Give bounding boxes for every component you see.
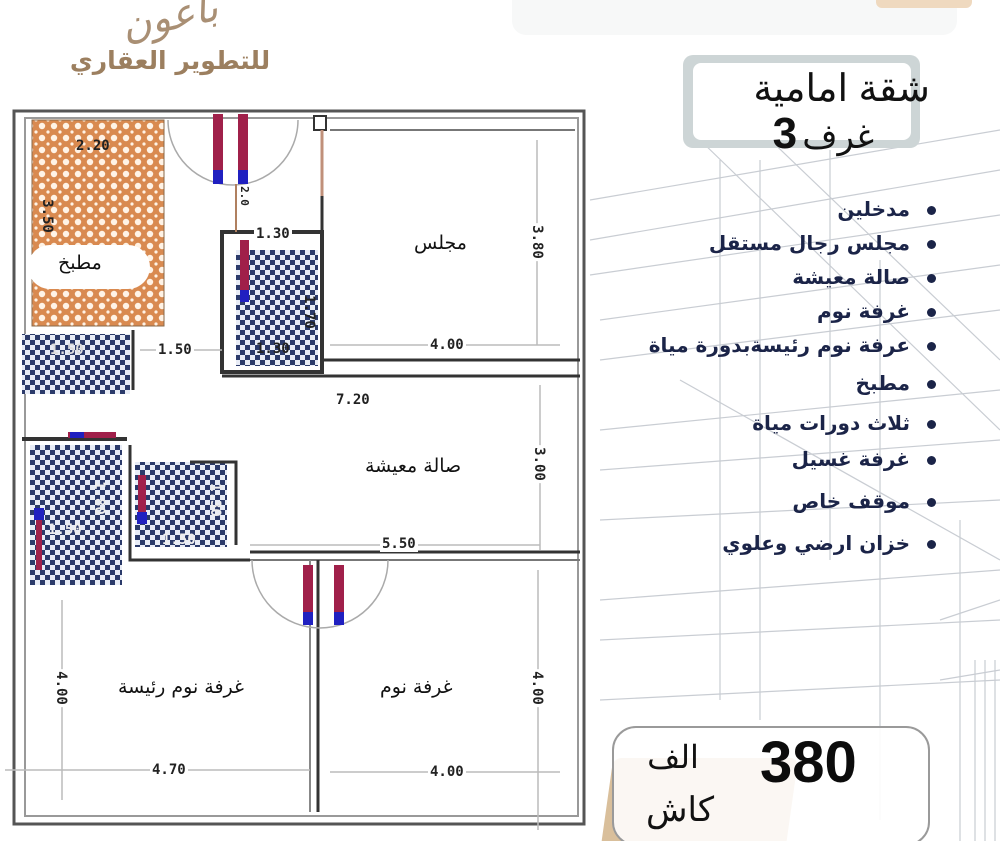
dim-majlis-width: 4.00 xyxy=(428,337,466,353)
feature-item: مطبخ xyxy=(522,366,942,400)
floor-plan: مطبخ مجلس صالة معيشة غرفة نوم رئيسة غرفة… xyxy=(0,100,600,841)
company-logo: باعون للتطوير العقاري xyxy=(60,0,280,95)
dim-master-width: 4.70 xyxy=(150,762,188,778)
feature-item: مدخلين xyxy=(522,192,942,226)
price-card xyxy=(612,726,930,841)
dim-entry-width: 2.0 xyxy=(237,186,251,206)
rooms-number: 3 xyxy=(772,109,798,158)
dim-living-height: 3.00 xyxy=(530,445,547,483)
dim-corridor-width: 1.50 xyxy=(156,342,194,358)
dim-bedroom-width: 4.00 xyxy=(428,764,466,780)
room-living: صالة معيشة xyxy=(365,455,462,477)
bullet-icon xyxy=(927,380,936,389)
listing-title: شقة امامية xyxy=(753,68,930,110)
dim-bedroom-length: 4.00 xyxy=(528,669,545,707)
feature-item: مجلس رجال مستقل xyxy=(522,226,942,260)
top-accent-tab xyxy=(876,0,972,8)
room-majlis: مجلس xyxy=(414,232,467,254)
bullet-icon xyxy=(927,498,936,507)
dim-majlis-length: 3.80 xyxy=(528,223,545,261)
logo-script: باعون xyxy=(117,0,223,50)
feature-item: عرفة نوم رئيسةبدورة مياة xyxy=(522,328,942,362)
dim-bath3-width: 1.50 xyxy=(162,532,196,548)
kitchen-label-bg xyxy=(28,245,150,289)
feature-item: غرفة نوم xyxy=(522,294,942,328)
dim-bath1-width: 1.30 xyxy=(254,226,292,242)
feature-item: ثلاث دورات مياة xyxy=(522,406,942,440)
bullet-icon xyxy=(927,342,936,351)
bullet-icon xyxy=(927,540,936,549)
bullet-icon xyxy=(927,308,936,317)
bullet-icon xyxy=(927,420,936,429)
dim-living-length: 7.20 xyxy=(334,392,372,408)
title-card xyxy=(693,63,911,140)
feature-item: خزان ارضي وعلوي xyxy=(522,526,942,560)
bullet-icon xyxy=(927,240,936,249)
floor-plan-drawing xyxy=(5,109,586,830)
dim-kitchen-width: 2.20 xyxy=(76,138,110,154)
room-kitchen: مطبخ xyxy=(58,252,102,274)
rooms-count: غرف 3 xyxy=(700,110,880,167)
feature-item: غرفة غسيل xyxy=(522,442,942,476)
price-payment-type: كاش xyxy=(645,791,715,829)
room-master-bedroom: غرفة نوم رئيسة xyxy=(118,676,244,698)
feature-item: موقف خاص xyxy=(522,484,942,518)
dim-laundry-width: 1.50 xyxy=(50,342,84,358)
logo-subtitle: للتطوير العقاري xyxy=(69,46,271,75)
bullet-icon xyxy=(927,274,936,283)
features-list: مدخلين مجلس رجال مستقل صالة معيشة غرفة ن… xyxy=(522,192,942,560)
dim-bath2-width: 1.50 xyxy=(48,522,82,538)
room-bedroom: غرفة نوم xyxy=(380,676,453,698)
feature-item: صالة معيشة xyxy=(522,260,942,294)
dim-bath1-length: 1.70 xyxy=(300,295,317,329)
price-unit: الف xyxy=(647,739,699,775)
rooms-word: غرف xyxy=(802,118,874,156)
dim-bath2-length: 1.80 xyxy=(90,481,107,515)
bullet-icon xyxy=(927,456,936,465)
dim-bath3-length: 1.30 xyxy=(206,483,223,517)
dim-master-length: 4.00 xyxy=(52,669,69,707)
dim-kitchen-length: 3.50 xyxy=(38,199,55,233)
dim-bath1-bottom: 1.30 xyxy=(256,341,290,357)
price-amount: 380 xyxy=(760,730,857,795)
dim-living-width: 5.50 xyxy=(380,536,418,552)
bullet-icon xyxy=(927,206,936,215)
